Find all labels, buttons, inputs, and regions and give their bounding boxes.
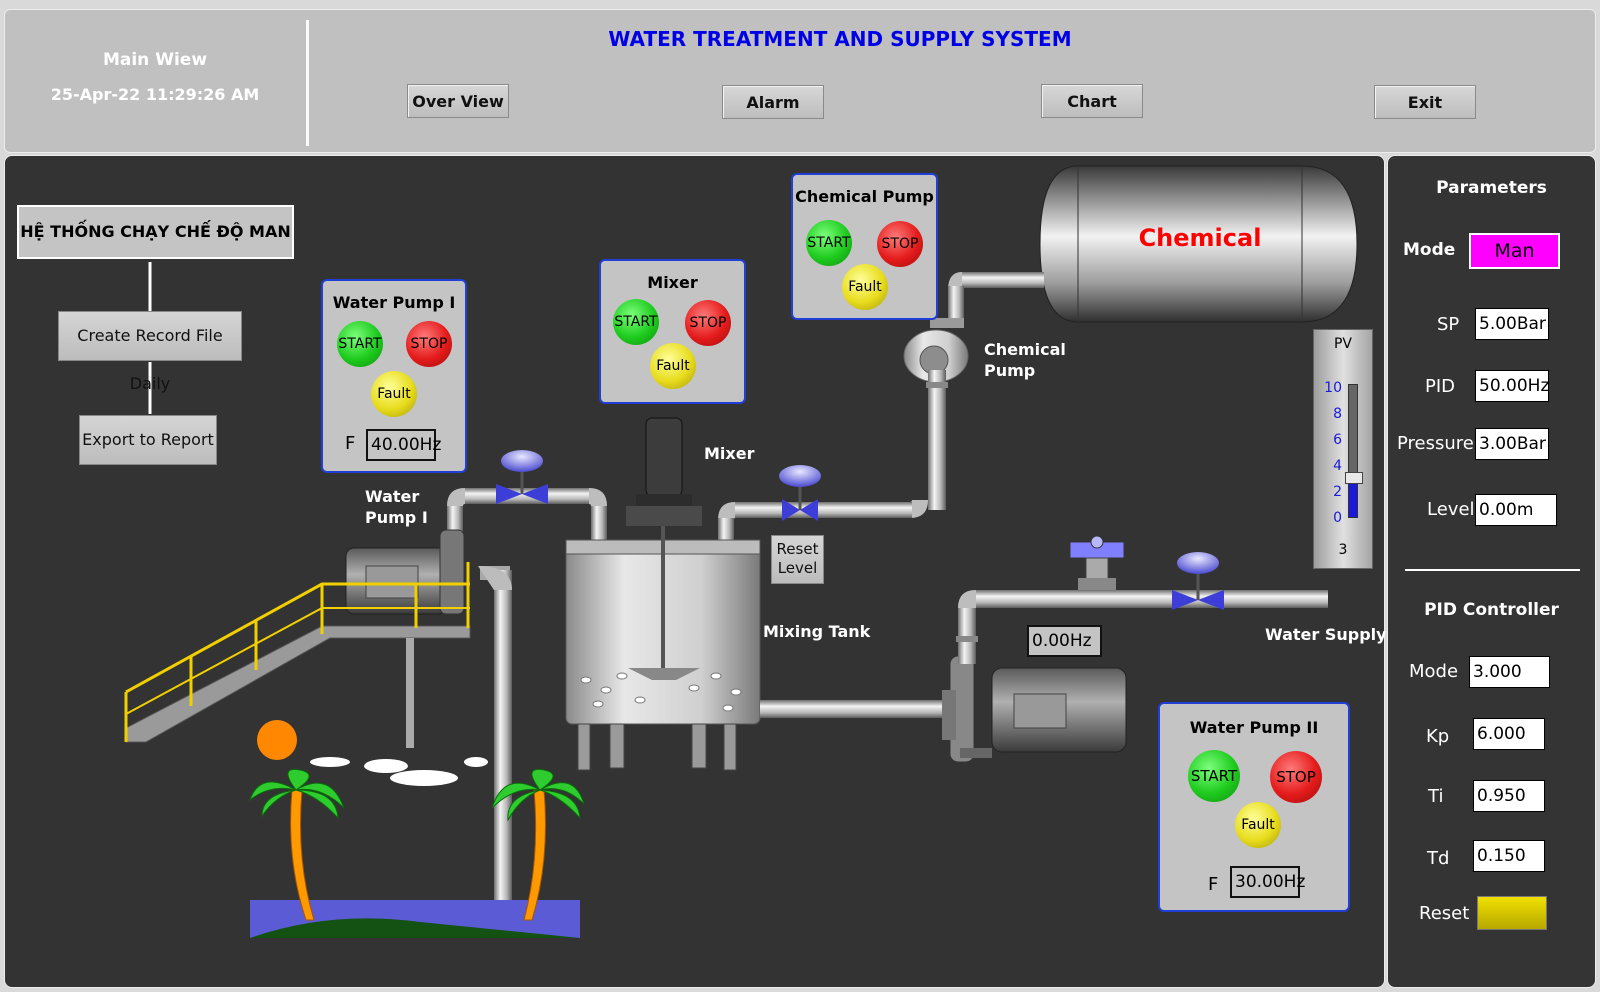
water-pump-1-frequency: 40.00Hz xyxy=(366,429,441,461)
mixer-title: Mixer xyxy=(647,273,698,292)
chemical-pump-fault-indicator: Fault xyxy=(842,264,888,310)
water-pump-1-title: Water Pump I xyxy=(332,293,456,312)
water-pump-1-motor xyxy=(345,529,465,615)
pv-gauge-thumb xyxy=(1345,472,1363,485)
water-pump-2-frequency: 30.00Hz xyxy=(1230,866,1305,898)
pv-tick: 4 xyxy=(1333,458,1342,474)
chemical-pump-caption-1: Chemical xyxy=(984,340,1066,359)
param-pressure-value: 3.00Bar xyxy=(1475,428,1549,460)
water-supply-caption: Water Supply xyxy=(1265,625,1387,644)
pid-td-input[interactable]: 0.150 xyxy=(1473,840,1545,872)
pressure-transmitter xyxy=(1069,535,1125,590)
pv-tick: 10 xyxy=(1324,380,1342,396)
water-pump-2-frequency-display: 0.00Hz xyxy=(1027,625,1102,657)
chemical-pump-panel: Chemical Pump START STOP Fault xyxy=(791,173,938,320)
water-pump-2-start-button[interactable]: START xyxy=(1188,750,1240,802)
mixer-panel: Mixer START STOP Fault xyxy=(599,259,746,404)
water-supply-valve xyxy=(1172,552,1224,610)
reset-level-label-2: Level xyxy=(777,559,818,577)
pid-mode-input[interactable]: 3.000 xyxy=(1469,656,1550,688)
pv-tick: 0 xyxy=(1333,510,1342,526)
water-pump-1-f-label: F xyxy=(345,433,356,454)
header-divider xyxy=(306,20,309,146)
pv-tick: 8 xyxy=(1333,406,1342,422)
param-mode-label: Mode xyxy=(1403,240,1456,260)
param-pid-output: 50.00Hz xyxy=(1475,370,1549,402)
chemical-pump-start-button[interactable]: START xyxy=(806,220,852,266)
pv-tick: 2 xyxy=(1333,484,1342,500)
param-level-value: 0.00m xyxy=(1475,494,1557,526)
chemical-tank-label: Chemical xyxy=(1138,224,1262,252)
pid-mode-label: Mode xyxy=(1409,661,1459,682)
mixer-start-button[interactable]: START xyxy=(613,299,659,345)
reset-level-label-1: Reset xyxy=(776,540,819,558)
alarm-button[interactable]: Alarm xyxy=(722,85,824,119)
pv-gauge-value: 3 xyxy=(1338,542,1348,558)
sidebar-divider xyxy=(1405,569,1580,571)
param-mode-value[interactable]: Man xyxy=(1469,233,1560,269)
water-pump-1-stop-button[interactable]: STOP xyxy=(406,321,452,367)
water-pump-1-valve xyxy=(496,450,548,504)
water-pump-2-fault-indicator: Fault xyxy=(1235,802,1281,848)
param-sp-input[interactable]: 5.00Bar xyxy=(1475,308,1549,340)
water-pump-2-stop-button[interactable]: STOP xyxy=(1270,751,1322,803)
mixing-tank-caption: Mixing Tank xyxy=(763,622,871,641)
water-pump-1-fault-indicator: Fault xyxy=(371,371,417,417)
exit-button[interactable]: Exit xyxy=(1374,85,1476,119)
page-title: WATER TREATMENT AND SUPPLY SYSTEM xyxy=(608,27,1072,51)
chart-button[interactable]: Chart xyxy=(1041,84,1143,118)
export-report-button[interactable]: Export to Report xyxy=(79,415,217,465)
mixer-fault-indicator: Fault xyxy=(650,343,696,389)
chemical-pump-stop-button[interactable]: STOP xyxy=(877,221,923,267)
chemical-pump-title: Chemical Pump xyxy=(795,187,934,206)
pid-reset-button[interactable] xyxy=(1477,896,1547,930)
reset-level-button[interactable]: Reset Level xyxy=(771,535,824,584)
water-pump-1-panel: Water Pump I START STOP Fault F 40.00Hz xyxy=(321,279,467,473)
mixer-stop-button[interactable]: STOP xyxy=(685,300,731,346)
pid-kp-input[interactable]: 6.000 xyxy=(1473,718,1545,750)
water-pump-2-panel: Water Pump II START STOP Fault F 30.00Hz xyxy=(1158,702,1350,912)
overview-button[interactable]: Over View xyxy=(407,84,509,118)
chemical-tank xyxy=(1039,165,1358,323)
pv-gauge-fill xyxy=(1349,477,1357,517)
param-pressure-label: Pressure xyxy=(1397,433,1474,454)
pid-controller-title: PID Controller xyxy=(1424,600,1559,620)
pv-gauge-track xyxy=(1345,384,1363,518)
pv-gauge-scale: 10 8 6 4 2 0 xyxy=(1320,375,1342,531)
water-pump-2-title: Water Pump II xyxy=(1189,718,1319,737)
water-pump-1-caption-2: Pump I xyxy=(365,508,428,527)
pv-gauge: PV 10 8 6 4 2 0 3 xyxy=(1313,329,1373,569)
chemical-valve xyxy=(779,465,821,521)
pid-reset-label: Reset xyxy=(1419,903,1470,924)
chemical-pump-graphic xyxy=(903,318,969,383)
param-sp-label: SP xyxy=(1437,314,1460,335)
water-pump-1-start-button[interactable]: START xyxy=(337,321,383,367)
pid-ti-input[interactable]: 0.950 xyxy=(1473,780,1545,812)
access-stairs xyxy=(124,562,471,748)
view-name: Main Wiew xyxy=(102,50,208,70)
create-record-button[interactable]: Create Record File Daily xyxy=(58,311,242,393)
param-level-label: Level xyxy=(1427,499,1475,520)
mode-banner: HỆ THỐNG CHẠY CHẾ ĐỘ MAN xyxy=(17,205,294,259)
mixing-tank-graphic xyxy=(565,417,761,771)
pv-gauge-title: PV xyxy=(1333,336,1353,352)
param-pid-label: PID xyxy=(1425,376,1456,397)
header-bar xyxy=(4,9,1596,153)
parameters-title: Parameters xyxy=(1436,178,1547,198)
chemical-pump-caption-2: Pump xyxy=(984,361,1036,380)
mixer-caption: Mixer xyxy=(704,444,755,463)
pv-tick: 6 xyxy=(1333,432,1342,448)
datetime-display: 25-Apr-22 11:29:26 AM xyxy=(50,85,260,104)
decoration-landscape xyxy=(248,720,585,938)
water-pump-2-motor xyxy=(942,655,1127,763)
pid-ti-label: Ti xyxy=(1428,786,1444,807)
water-pump-1-caption-1: Water xyxy=(365,487,420,506)
pid-kp-label: Kp xyxy=(1426,726,1450,747)
pid-td-label: Td xyxy=(1427,848,1450,869)
process-graphics xyxy=(124,165,1358,938)
water-pump-2-f-label: F xyxy=(1208,874,1219,895)
